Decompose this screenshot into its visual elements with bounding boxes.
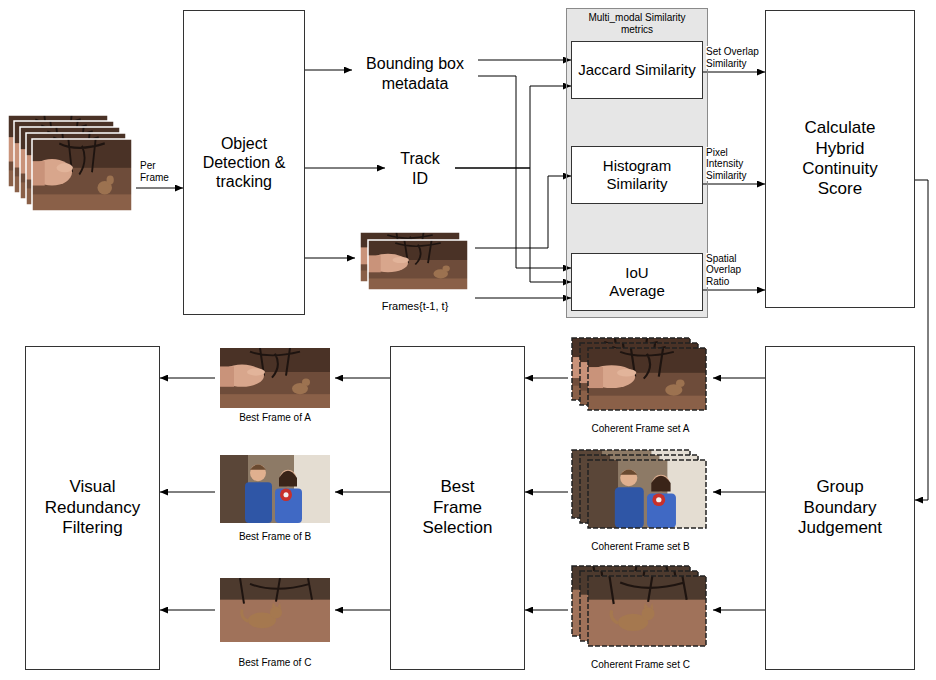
flow-arrow [703, 290, 765, 291]
photo-detail [588, 348, 706, 410]
metric-box: IoU Average [571, 253, 703, 311]
node-text: Coherent Frame set B [574, 541, 707, 554]
flow-arrow [305, 258, 355, 259]
node-text: Object Detection & tracking [202, 134, 286, 192]
best-frame-caption: Best Frame of C [215, 572, 335, 670]
flow-arrow [455, 86, 571, 168]
best-frame [220, 455, 330, 523]
metrics-panel: Multi_modal Similarity metricsJaccard Si… [566, 8, 708, 318]
node-text: Coherent Frame set C [574, 659, 707, 672]
best-frame-caption: Best Frame of A [215, 345, 335, 425]
frame-set-caption: Coherent Frame set B [568, 446, 713, 554]
flow-arrow [915, 180, 928, 500]
frame-set-caption: Coherent Frame set C [568, 562, 713, 672]
photo-detail [588, 460, 706, 528]
metric-box: Jaccard Similarity [571, 41, 703, 99]
flow-arrow [160, 492, 215, 493]
edge-label: Spatial Overlap Ratio [706, 253, 762, 288]
photo-detail [368, 240, 468, 290]
metric-box: Histogram Similarity [571, 146, 703, 204]
flow-arrow [525, 610, 568, 611]
process-box: Group Boundary Judgement [765, 346, 915, 670]
best-frame-caption: Best Frame of B [215, 452, 335, 544]
data-label: Track ID [385, 143, 455, 194]
flow-arrow [305, 70, 352, 71]
coherent-stack [572, 566, 706, 646]
node-text: Calculate Hybrid Continuity Score [790, 118, 890, 200]
best-frame [220, 348, 330, 408]
flow-arrow [525, 492, 568, 493]
process-box: Visual Redundancy Filtering [25, 346, 160, 670]
node-text: Bounding box metadata [358, 54, 472, 92]
frame-pair [360, 232, 468, 290]
coherent-stack [572, 338, 706, 410]
best-frame [220, 578, 330, 642]
flow-arrow [713, 492, 765, 493]
node-text: Best Frame of A [221, 412, 329, 425]
flow-arrow [703, 72, 765, 73]
flow-arrow [478, 76, 571, 268]
node-text: Group Boundary Judgement [790, 477, 890, 538]
input-frame-stack [8, 115, 132, 211]
edge-label: Set Overlap Similarity [706, 46, 762, 69]
process-box: Best Frame Selection [390, 346, 525, 670]
node-text: Track ID [391, 149, 449, 187]
frame-set-caption: Coherent Frame set A [568, 334, 713, 436]
photo-detail [588, 576, 706, 646]
node-text: Coherent Frame set A [574, 423, 707, 436]
node-text: Multi_modal Similarity metrics [582, 9, 692, 35]
photo-detail [32, 139, 132, 211]
photo-detail [220, 348, 330, 408]
flow-arrow [335, 610, 390, 611]
flow-arrow [335, 492, 390, 493]
flow-arrow [525, 378, 568, 379]
flow-arrow [305, 168, 385, 169]
process-box: Calculate Hybrid Continuity Score [765, 10, 915, 308]
edge-label: Pixel Intensity Similarity [706, 147, 762, 182]
photo-detail [32, 139, 132, 211]
coherent-stack [572, 450, 706, 528]
panel-ground [566, 8, 708, 318]
flow-arrow [335, 378, 390, 379]
arrow-label: Per Frame [140, 160, 182, 183]
flow-arrow [160, 610, 215, 611]
node-text: Best Frame of B [221, 531, 329, 544]
flow-arrow [478, 60, 571, 61]
photo-detail [588, 348, 706, 410]
input-arrow [136, 188, 183, 189]
flow-arrow [455, 168, 571, 282]
flow-arrow [703, 184, 765, 185]
photo-detail [220, 578, 330, 642]
photo-detail [220, 455, 330, 523]
node-text: Histogram Similarity [578, 157, 696, 193]
flow-arrow [713, 378, 765, 379]
node-text: Visual Redundancy Filtering [38, 477, 148, 538]
node-text: Jaccard Similarity [578, 61, 696, 79]
flow-arrow [713, 610, 765, 611]
frame-caption: Frames{t-1, t} [355, 228, 475, 314]
node-text: Best Frame of C [221, 657, 329, 670]
flow-arrow [475, 176, 571, 248]
photo-detail [588, 460, 706, 528]
process-box: Object Detection & tracking [183, 10, 305, 315]
photo-detail [588, 576, 706, 646]
node-text: IoU Average [597, 264, 677, 300]
data-label: Bounding box metadata [352, 48, 478, 99]
flow-arrow [475, 298, 571, 299]
node-text: Frames{t-1, t} [361, 300, 469, 314]
node-text: Best Frame Selection [416, 477, 500, 538]
flow-arrow [160, 378, 215, 379]
photo-detail [368, 240, 468, 290]
